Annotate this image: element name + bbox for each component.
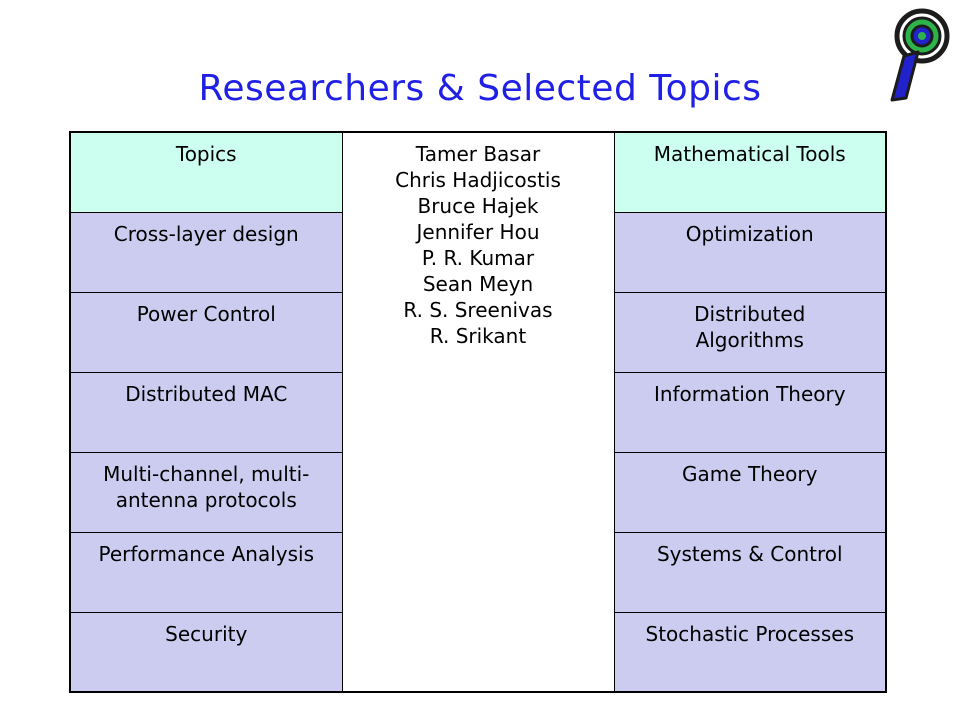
topics-header: Topics (69, 131, 343, 213)
tools-header: Mathematical Tools (613, 131, 887, 213)
tool-cell: Optimization (613, 211, 887, 293)
tool-cell: Distributed Algorithms (613, 291, 887, 373)
researcher-name: Bruce Hajek (417, 194, 539, 218)
page-title: Researchers & Selected Topics (198, 68, 762, 109)
topic-cell: Performance Analysis (69, 531, 343, 613)
topic-cell: Cross-layer design (69, 211, 343, 293)
researcher-name: Chris Hadjicostis (395, 168, 561, 192)
topic-cell: Multi-channel, multi-antenna protocols (69, 451, 343, 533)
tool-cell: Information Theory (613, 371, 887, 453)
tool-cell: Game Theory (613, 451, 887, 533)
researcher-name: Tamer Basar (415, 142, 541, 166)
topic-cell: Distributed MAC (69, 371, 343, 453)
researcher-name: P. R. Kumar (421, 246, 535, 270)
topic-cell: Power Control (69, 291, 343, 373)
researcher-name: R. Srikant (429, 324, 527, 348)
info-i-logo-icon (890, 8, 950, 102)
topic-cell: Security (69, 611, 343, 693)
researcher-name: R. S. Sreenivas (403, 298, 553, 322)
tool-cell: Systems & Control (613, 531, 887, 613)
tool-cell: Stochastic Processes (613, 611, 887, 693)
researcher-name: Sean Meyn (422, 272, 534, 296)
researcher-name: Jennifer Hou (416, 220, 540, 244)
